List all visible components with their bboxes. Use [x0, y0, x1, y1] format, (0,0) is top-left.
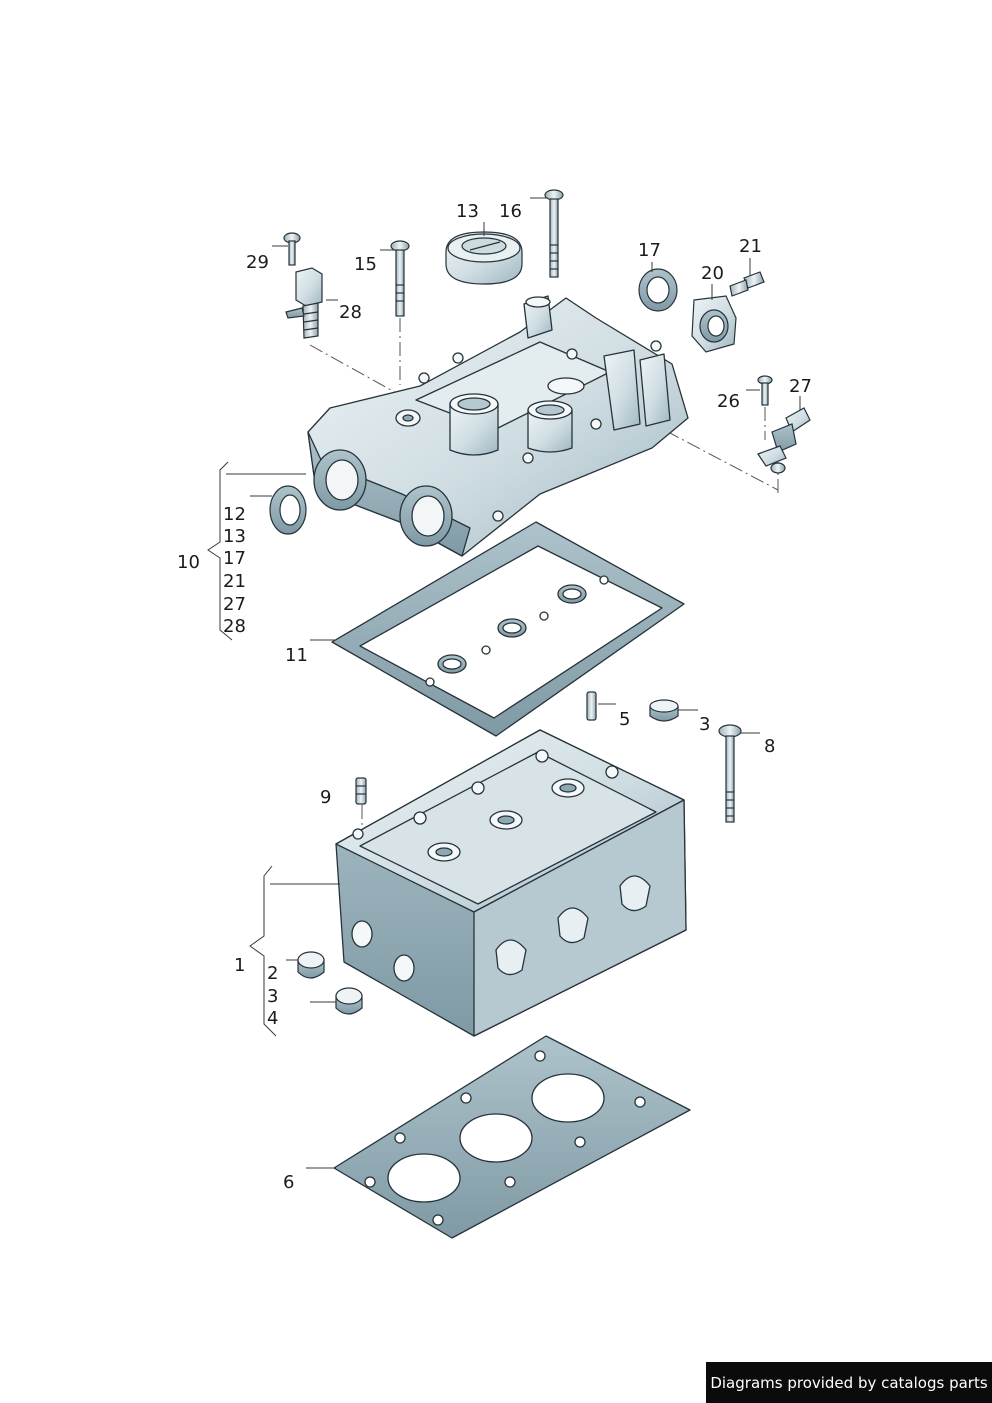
- callout-9: 9: [320, 787, 332, 808]
- credit-banner: Diagrams provided by catalogs parts: [706, 1362, 992, 1403]
- sealing-plug-3-bottom: [335, 987, 363, 1015]
- group-10-item-13: 13: [223, 526, 246, 547]
- solenoid-valve-28: [285, 267, 323, 339]
- callout-21: 21: [739, 236, 762, 257]
- bolt-21: [729, 271, 765, 297]
- sealing-plug-2: [297, 951, 325, 979]
- group-10-item-28: 28: [223, 616, 246, 637]
- callout-17: 17: [638, 240, 661, 261]
- callout-28: 28: [339, 302, 362, 323]
- bracket-10: [207, 461, 233, 641]
- callout-6: 6: [283, 1172, 295, 1193]
- group-1-item-3: 3: [267, 986, 279, 1007]
- callout-5: 5: [619, 709, 631, 730]
- callout-3-top: 3: [699, 714, 711, 735]
- sealing-plug-3-top: [649, 699, 679, 722]
- group-10-item-17: 17: [223, 548, 246, 569]
- leader-lines: [226, 197, 801, 1169]
- group-10-item-12: 12: [223, 504, 246, 525]
- cover-flange-20: [691, 295, 737, 353]
- group-1-item-4: 4: [267, 1008, 279, 1029]
- group-1-item-2: 2: [267, 963, 279, 984]
- callout-27: 27: [789, 376, 812, 397]
- head-gasket-6: [333, 1035, 691, 1239]
- bolt-16: [544, 189, 564, 278]
- oil-filler-cap-13: [445, 231, 523, 285]
- bracket-1: [249, 865, 277, 1037]
- sensor-27: [757, 407, 811, 474]
- bolt-26: [757, 375, 773, 406]
- callout-16: 16: [499, 201, 522, 222]
- seal-ring-17: [638, 268, 678, 312]
- callout-13: 13: [456, 201, 479, 222]
- callout-29: 29: [246, 252, 269, 273]
- callout-15: 15: [354, 254, 377, 275]
- callout-20: 20: [701, 263, 724, 284]
- bolt-15: [390, 240, 410, 317]
- callout-8: 8: [764, 736, 776, 757]
- callout-11: 11: [285, 645, 308, 666]
- bolt-29: [283, 232, 301, 266]
- seal-ring-12: [269, 485, 307, 535]
- cylinder-head-bolt-8: [718, 724, 742, 823]
- callout-1: 1: [234, 955, 246, 976]
- dowel-pin-5: [586, 691, 597, 721]
- group-10-item-27: 27: [223, 594, 246, 615]
- callout-10: 10: [177, 552, 200, 573]
- callout-26: 26: [717, 391, 740, 412]
- group-10-item-21: 21: [223, 571, 246, 592]
- cylinder-head-1: [335, 729, 687, 1037]
- gasket-11: [331, 521, 685, 737]
- camshaft-housing-10: [307, 295, 689, 557]
- stud-9: [355, 777, 367, 805]
